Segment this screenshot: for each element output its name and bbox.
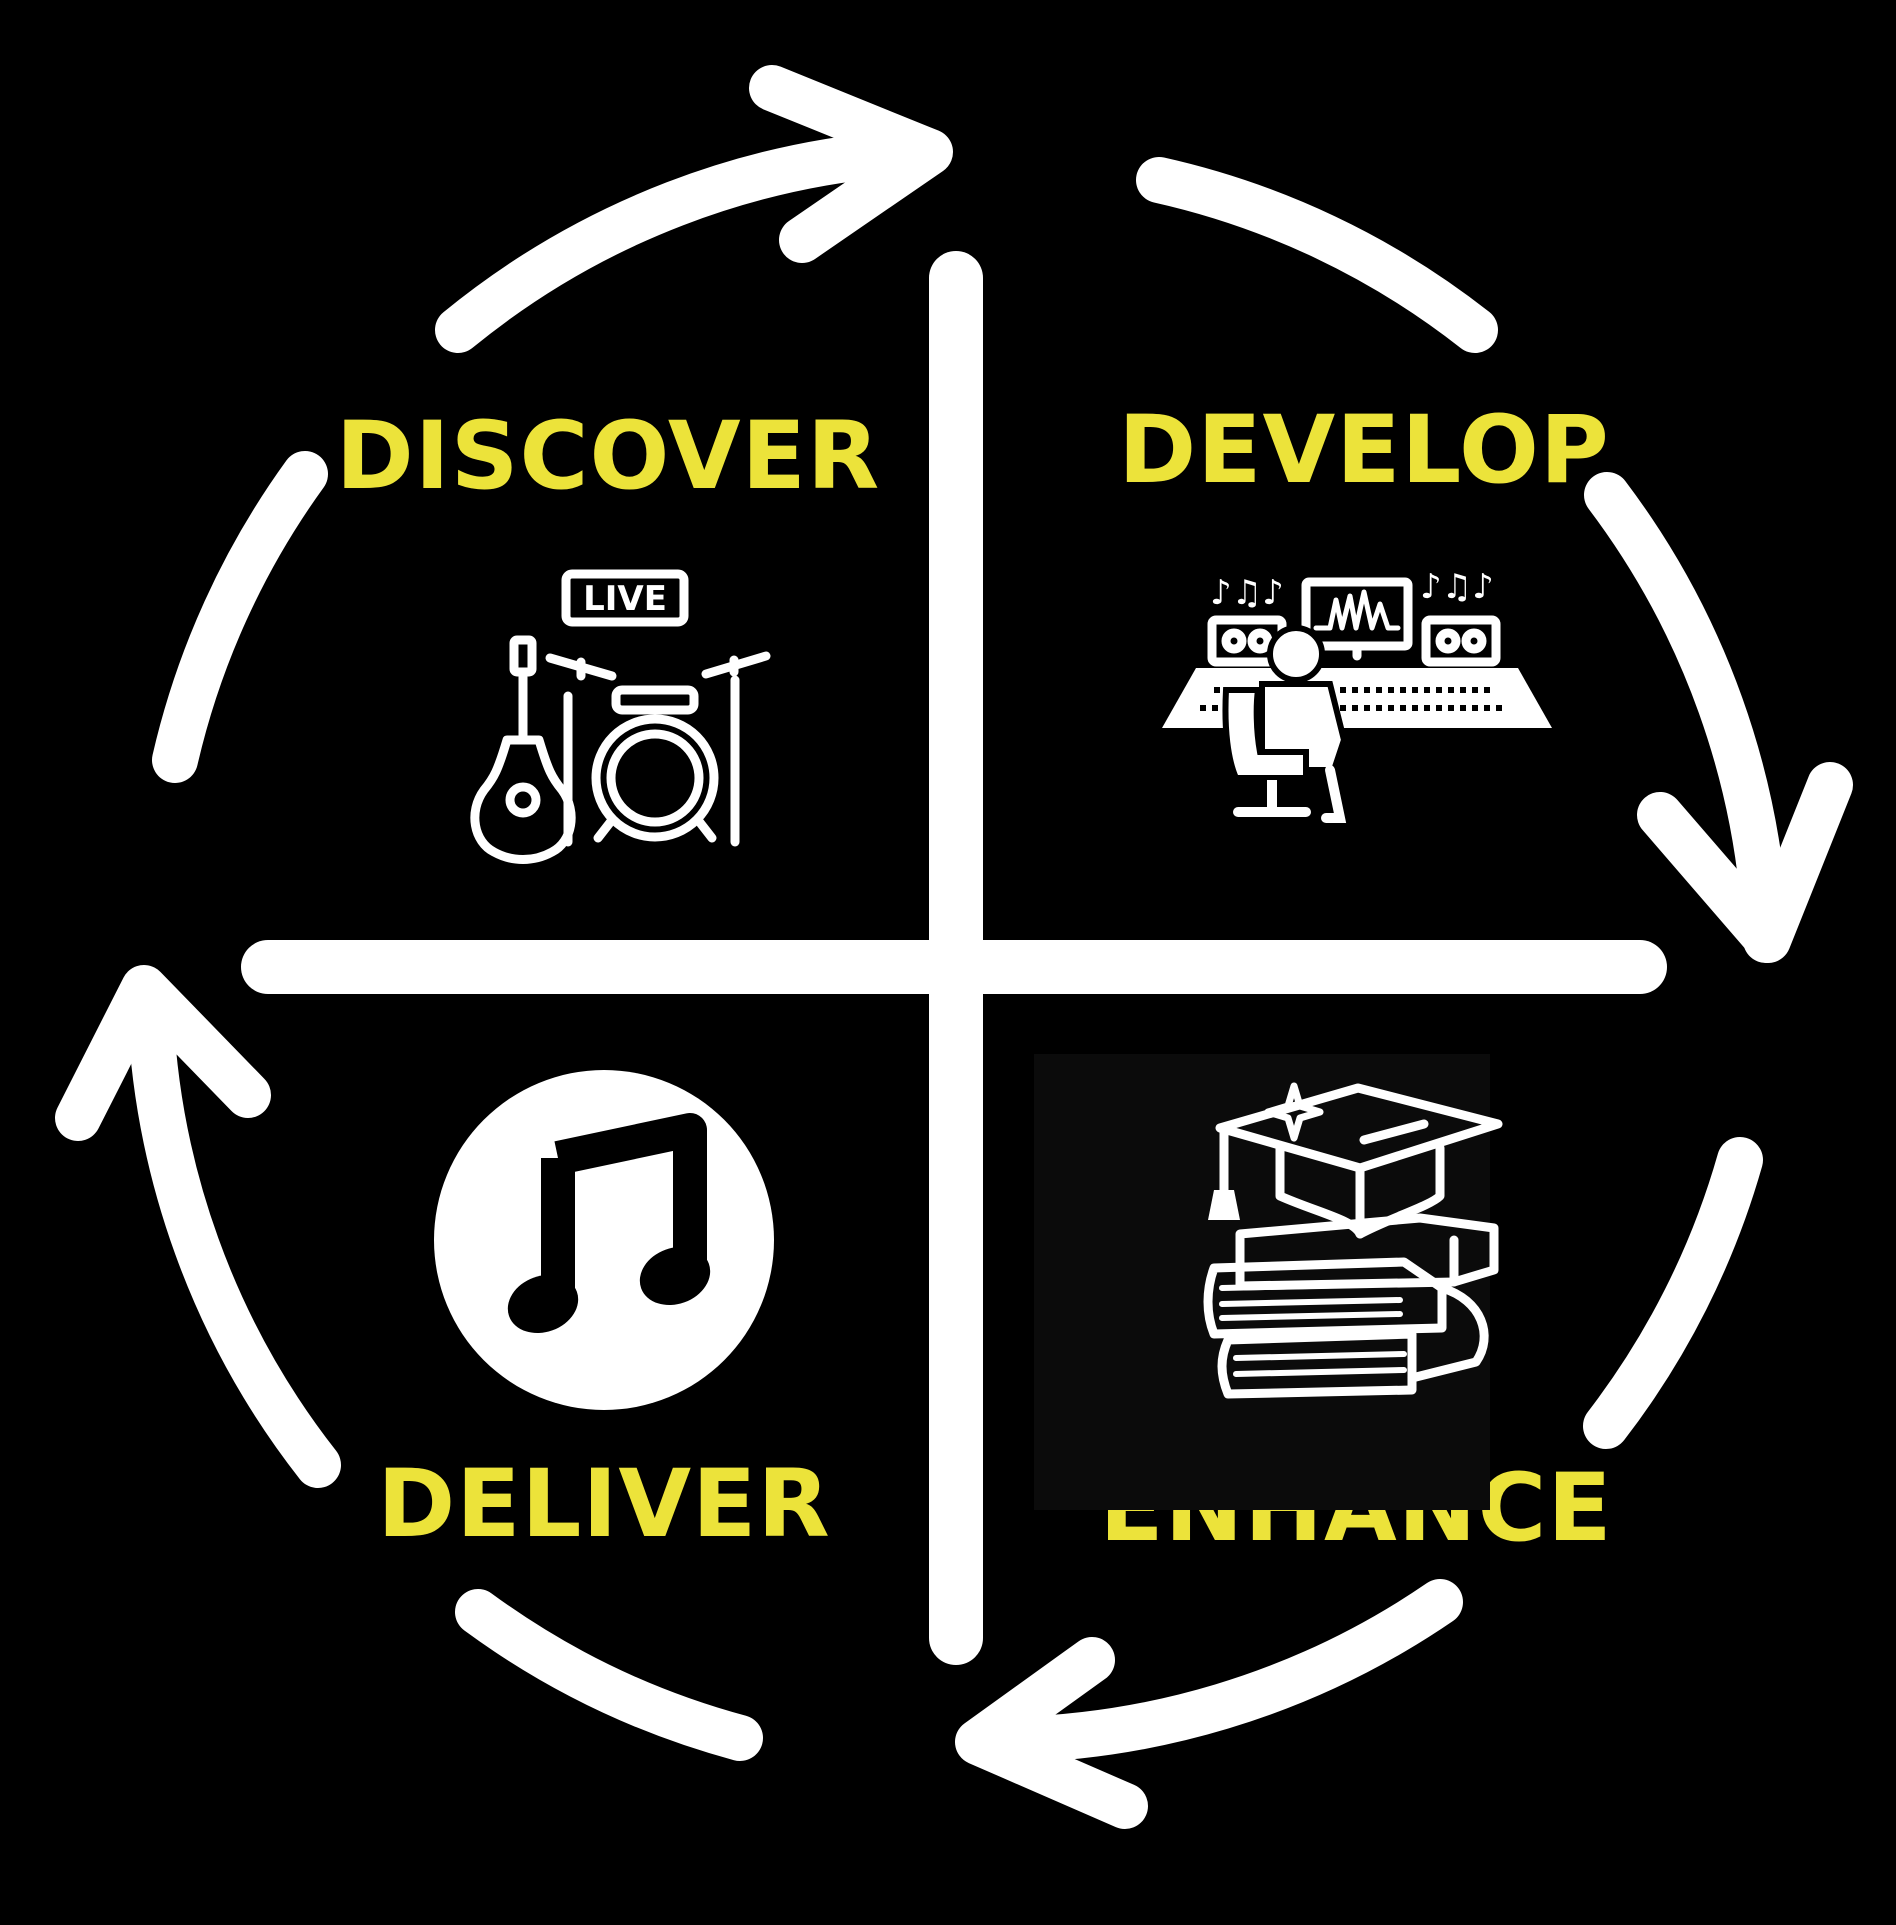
deliver-label: DELIVER <box>377 1450 830 1559</box>
guitar-icon <box>470 635 576 864</box>
music-notes-right-icon: ♪♫♪ <box>1420 567 1494 607</box>
live-badge-text: LIVE <box>583 579 667 619</box>
graduation-books-icon <box>1034 1054 1503 1510</box>
live-badge-frame <box>561 569 689 627</box>
svg-text:♪♫♪: ♪♫♪ <box>1420 567 1494 607</box>
music-note-icon <box>434 1070 774 1410</box>
music-notes-left-icon: ♪♫♪ <box>1210 573 1284 613</box>
ring-arc-bottom-right-lower <box>1583 1137 1763 1449</box>
arrow-head-left <box>55 965 271 1141</box>
ring-arc-top-right-lower <box>1584 472 1789 963</box>
svg-text:♪♫♪: ♪♫♪ <box>1210 573 1284 613</box>
ring-arc-bottom-right-upper <box>959 1579 1463 1764</box>
ring-arc-bottom-left-lower <box>455 1589 763 1761</box>
ring-arc-top-right-upper <box>1136 157 1498 353</box>
discover-label: DISCOVER <box>336 402 880 511</box>
engineer-icon <box>1222 625 1348 823</box>
ring-arc-top-left-upper <box>435 129 943 353</box>
drum-kit-icon <box>545 651 771 847</box>
live-band-icon: LIVE <box>470 569 771 864</box>
develop-label: DEVELOP <box>1118 396 1610 505</box>
arrow-head-right <box>1637 762 1853 963</box>
arrow-head-bottom <box>955 1637 1148 1829</box>
ring-arc-bottom-left-upper <box>127 977 341 1488</box>
cycle-arrows <box>55 65 1853 1829</box>
ring-arc-top-left-lower <box>152 451 328 783</box>
cycle-ring <box>127 129 1789 1764</box>
recording-studio-icon: ♪♫♪ ♪♫♪ <box>1162 567 1552 823</box>
arrow-head-top <box>749 65 953 263</box>
quadrant-dividers <box>241 251 1667 1665</box>
